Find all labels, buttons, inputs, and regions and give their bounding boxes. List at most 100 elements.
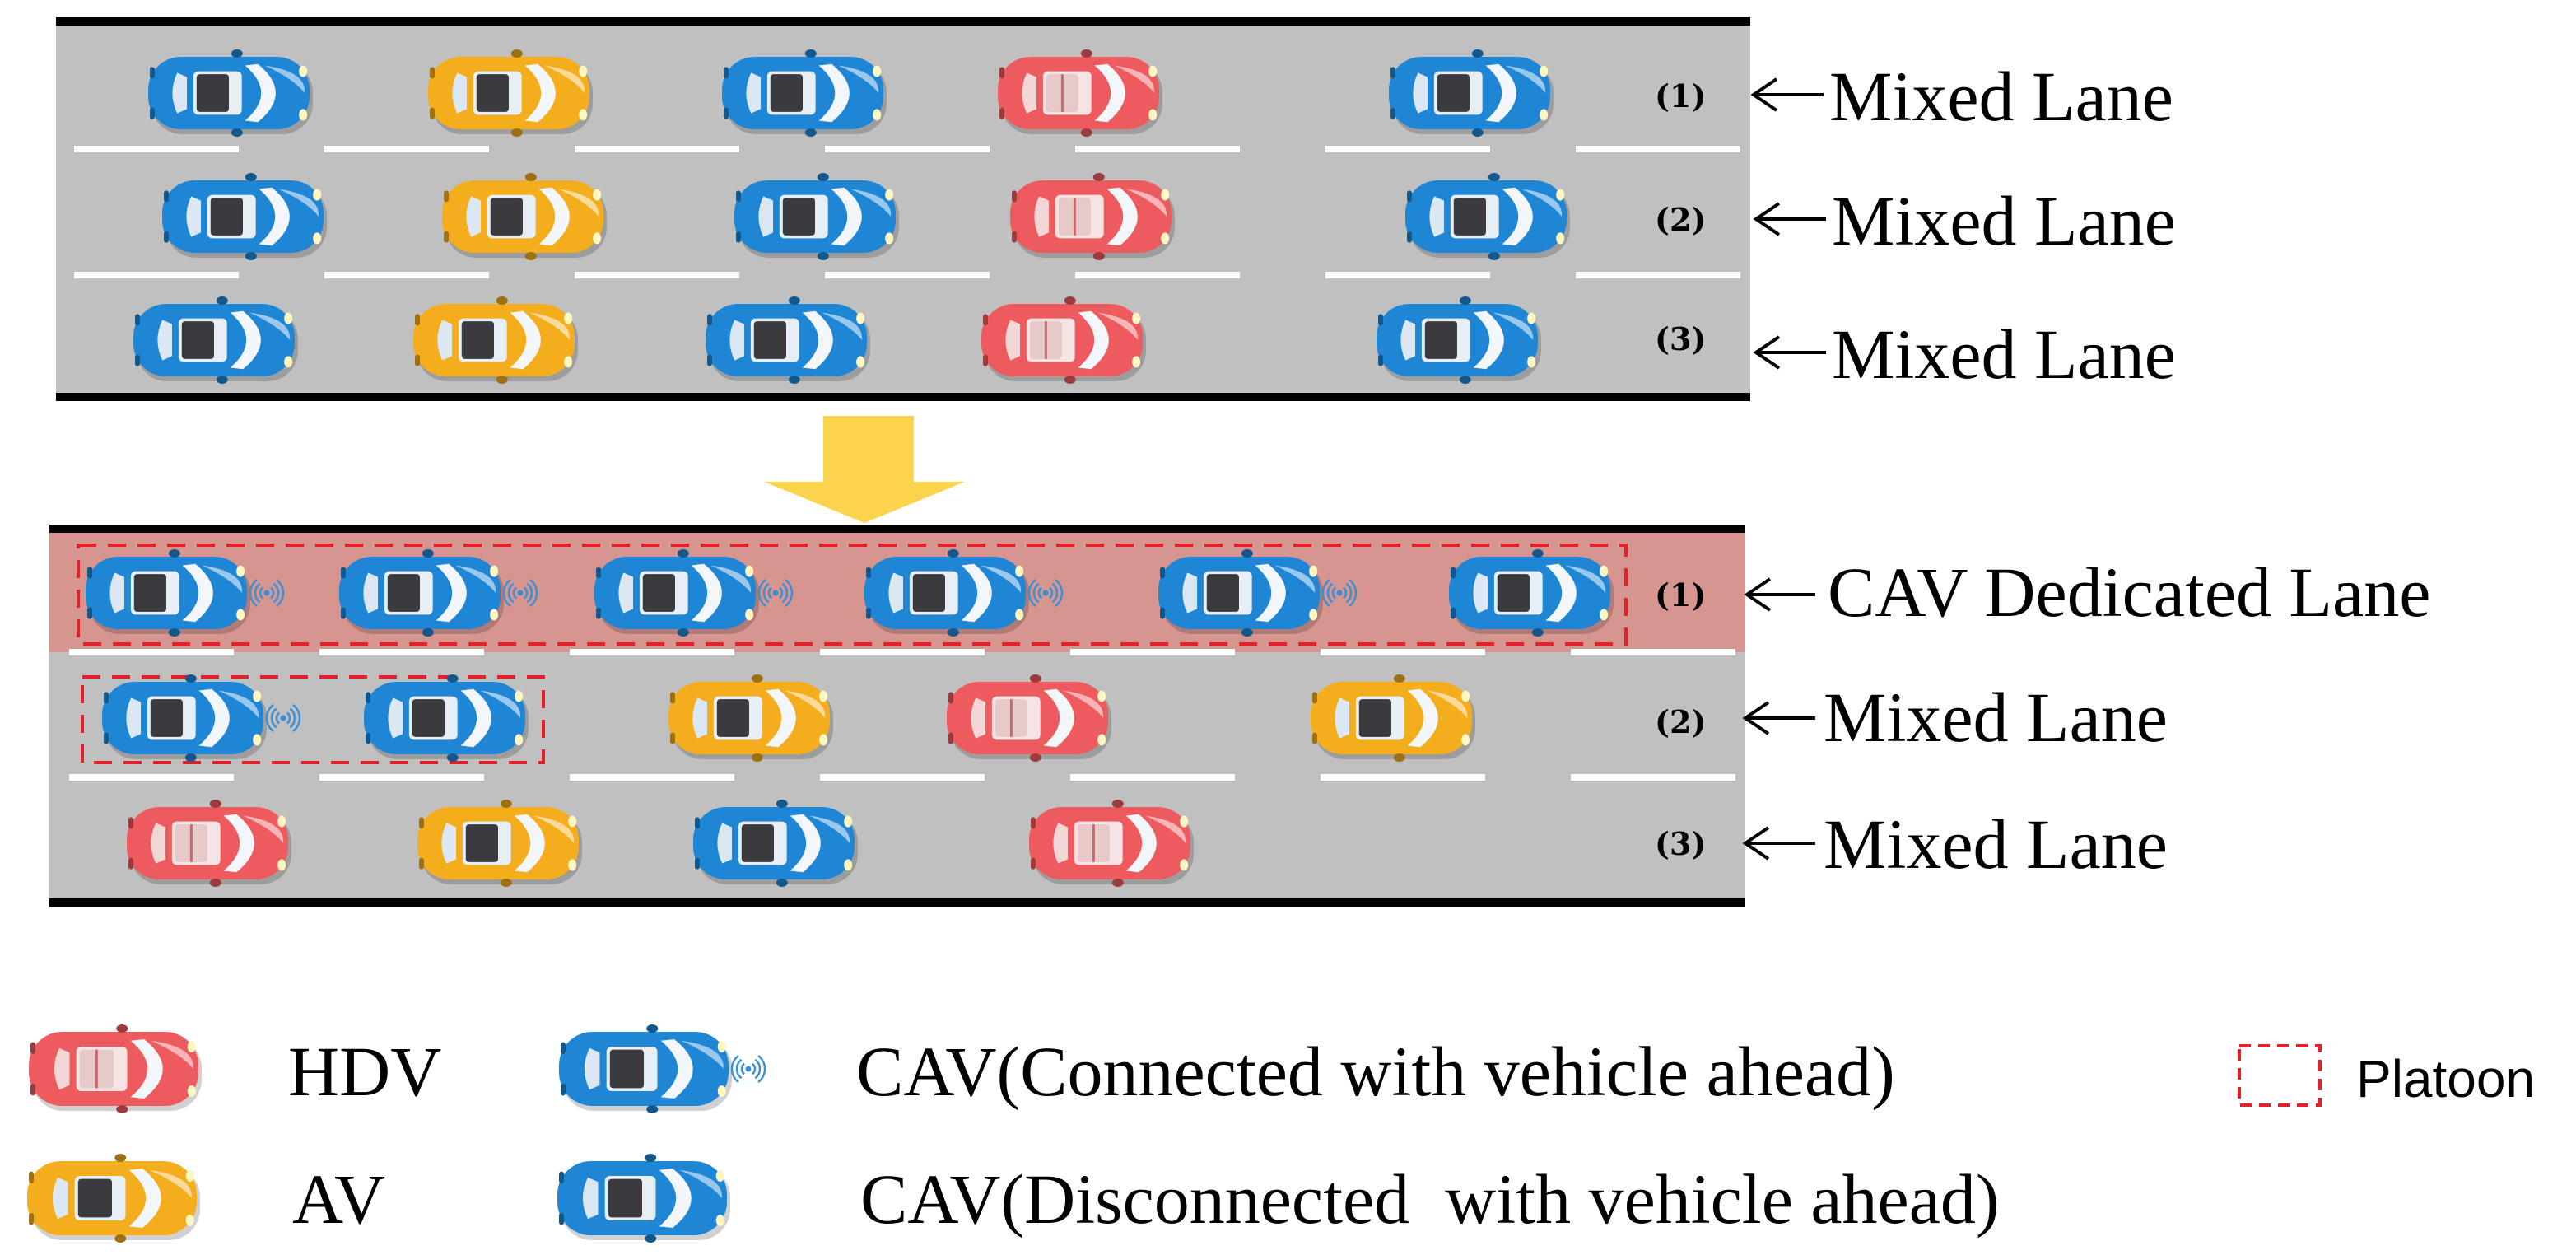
- cav-car-icon: [722, 49, 887, 137]
- cav-car-icon: [1389, 49, 1554, 137]
- top-lane-3-label: Mixed Lane: [1832, 315, 2176, 394]
- lane-marking: [825, 272, 990, 278]
- left-arrow-icon: [1750, 77, 1824, 112]
- bottom-road-vehicles: [86, 549, 1614, 887]
- av-car-icon: [27, 1154, 200, 1243]
- legend-cav-disconnected-car-icon: [557, 1154, 730, 1243]
- lane-marking: [820, 649, 985, 655]
- av-car-icon: [668, 674, 833, 762]
- wireless-signal-icon: [1321, 579, 1358, 607]
- left-arrow-icon: [1742, 701, 1815, 735]
- legend-hdv-car-icon: [29, 1024, 202, 1113]
- lane-marking: [74, 146, 239, 152]
- top-lane-2-number: (2): [1655, 201, 1706, 238]
- cav-car-icon: [864, 549, 1064, 637]
- lane-marking: [1075, 272, 1240, 278]
- lane-marking: [1075, 146, 1240, 152]
- lane-marking: [570, 649, 734, 655]
- cav-car-icon: [734, 173, 899, 260]
- top-lane-labels: (1) Mixed Lane (2) Mixed Lane (3) Mixed …: [1655, 57, 2176, 394]
- lane-marking: [1576, 272, 1740, 278]
- lane-marking: [1571, 649, 1735, 655]
- cav-car-icon: [557, 1154, 730, 1243]
- lane-marking: [575, 146, 739, 152]
- lane-marking: [319, 774, 484, 781]
- legend-av-label: AV: [292, 1159, 385, 1239]
- cav-car-icon: [706, 296, 870, 384]
- hdv-car-icon: [947, 674, 1111, 762]
- lane-marking: [1576, 146, 1740, 152]
- av-car-icon: [428, 49, 593, 137]
- lane-marking: [820, 774, 985, 781]
- bottom-road-lane-marks: [69, 649, 1735, 781]
- bottom-lane-1-number: (1): [1655, 576, 1706, 614]
- legend-cav-connected-car-icon: [559, 1024, 766, 1113]
- av-car-icon: [1311, 674, 1475, 762]
- legend-platoon-label: Platoon: [2356, 1049, 2535, 1108]
- cav-car-icon: [339, 549, 538, 637]
- cav-car-icon: [162, 173, 327, 260]
- cav-car-icon: [693, 800, 858, 887]
- lane-marking: [1571, 774, 1735, 781]
- lane-marking: [324, 272, 489, 278]
- left-arrow-icon: [1753, 202, 1826, 236]
- bottom-lane-3-number: (3): [1655, 825, 1706, 862]
- hdv-car-icon: [998, 49, 1162, 137]
- top-road: [56, 17, 1750, 401]
- wireless-signal-icon: [265, 704, 301, 732]
- legend: HDV CAV(Connected with vehicle ahead) Pl…: [27, 1024, 2535, 1243]
- cav-car-icon: [102, 674, 301, 762]
- hdv-car-icon: [29, 1024, 202, 1113]
- lane-marking: [1321, 774, 1485, 781]
- bottom-lane-3-label: Mixed Lane: [1824, 805, 2168, 884]
- cav-car-icon: [133, 296, 298, 384]
- lane-marking: [570, 774, 734, 781]
- bottom-lane-2-label: Mixed Lane: [1824, 678, 2168, 757]
- cav-car-icon: [364, 674, 529, 762]
- bottom-lane-1-label: CAV Dedicated Lane: [1828, 553, 2430, 632]
- platoon-box: [77, 544, 1628, 646]
- top-lane-1-label: Mixed Lane: [1829, 57, 2173, 136]
- cav-car-icon: [1377, 296, 1541, 384]
- hdv-car-icon: [1010, 173, 1175, 260]
- lane-marking: [319, 649, 484, 655]
- cav-car-icon: [1449, 549, 1614, 637]
- av-car-icon: [417, 800, 582, 887]
- down-arrow-icon: [764, 416, 965, 523]
- legend-hdv-label: HDV: [288, 1032, 441, 1111]
- platoon-box: [81, 675, 545, 764]
- wireless-signal-icon: [757, 579, 794, 607]
- left-arrow-icon: [1742, 826, 1815, 861]
- av-car-icon: [442, 173, 607, 260]
- bottom-road: [49, 525, 1745, 907]
- wireless-signal-icon: [502, 579, 538, 607]
- lane-marking: [324, 146, 489, 152]
- cav-car-icon: [1405, 173, 1570, 260]
- lane-marking: [69, 649, 234, 655]
- cav-car-icon: [1158, 549, 1358, 637]
- lane-marking: [1325, 146, 1490, 152]
- cav-car-icon: [148, 49, 313, 137]
- top-lane-2-label: Mixed Lane: [1832, 181, 2176, 260]
- wireless-signal-icon: [249, 579, 285, 607]
- av-car-icon: [413, 296, 578, 384]
- wireless-signal-icon: [1027, 579, 1064, 607]
- lane-marking: [1321, 649, 1485, 655]
- lane-marking: [1070, 774, 1235, 781]
- lane-marking: [1070, 649, 1235, 655]
- top-road-lane-marks: [74, 146, 1740, 278]
- bottom-lane-labels: (1) CAV Dedicated Lane (2) Mixed Lane (3…: [1655, 553, 2430, 884]
- hdv-car-icon: [127, 800, 291, 887]
- cav-car-icon: [86, 549, 285, 637]
- hdv-car-icon: [981, 296, 1146, 384]
- legend-cav-disconnected-label: CAV(Disconnected with vehicle ahead): [860, 1159, 2000, 1239]
- legend-platoon-swatch: [2238, 1044, 2322, 1107]
- wireless-signal-icon: [730, 1055, 766, 1083]
- legend-av-car-icon: [27, 1154, 200, 1243]
- cav-car-icon: [559, 1024, 766, 1113]
- top-road-surface-right: [1701, 26, 1750, 393]
- cav-car-icon: [594, 549, 794, 637]
- bottom-lane-2-number: (2): [1655, 703, 1706, 740]
- hdv-car-icon: [1029, 800, 1194, 887]
